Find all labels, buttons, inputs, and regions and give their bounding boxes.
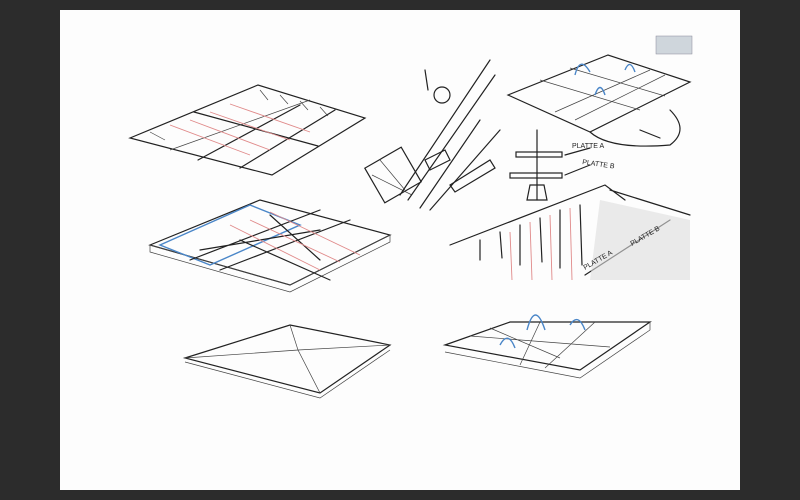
sketch-grid-plate: [128, 84, 367, 176]
label-plate-a-top: PLATTE A: [572, 143, 604, 150]
sketch-bolt-detail: PLATTE A PLATTE B: [509, 129, 616, 201]
sketch-pyramid: [182, 324, 392, 399]
sketch-plate-with-loops: [506, 35, 693, 147]
sketch-plate-edge: PLATTE A PLATTE B: [449, 184, 691, 281]
sketch-triangulated-plate: [148, 199, 392, 293]
sketch-section-details: [363, 59, 501, 211]
label-plate-b-top: PLATTE B: [582, 159, 616, 171]
sketch-slab-grid: [442, 314, 652, 379]
photo-thumbnail: [655, 35, 693, 55]
